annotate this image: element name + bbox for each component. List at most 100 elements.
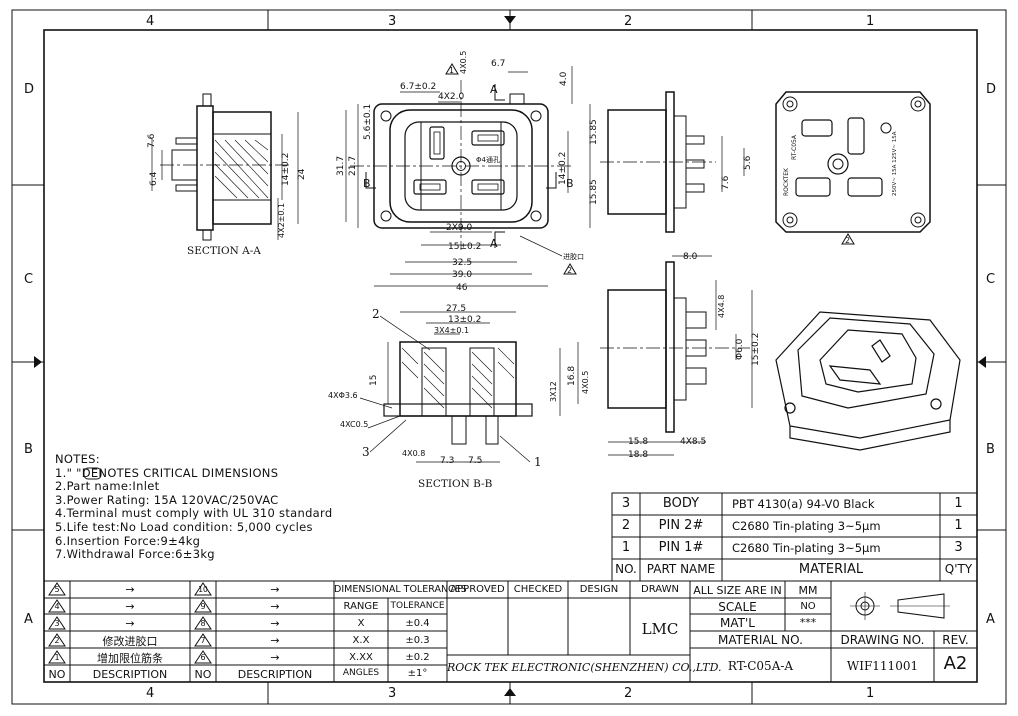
callout-2-bb: 2: [372, 307, 380, 321]
notes-title: NOTES:: [55, 452, 100, 466]
dim-4x0-5: 4X0.5: [459, 51, 468, 74]
critical-callout-2b: 2: [845, 236, 850, 245]
bom-header-part: PART NAME: [646, 562, 716, 576]
company-name: ROCK TEK ELECTRONIC(SHENZHEN) CO.,LTD.: [447, 661, 722, 674]
rev-left-3-desc: →: [125, 617, 135, 630]
dim-15-85a: 15.85: [589, 119, 599, 145]
inlet-gate-note: 进胶口: [563, 252, 584, 261]
zone-row-d-right: D: [986, 82, 997, 97]
dim-4-0: 4.0: [559, 71, 569, 86]
dim-4x8-5: 4X8.5: [680, 437, 706, 447]
zone-row-b-right: B: [986, 442, 995, 457]
title-block-lines: [44, 580, 977, 682]
bom-row-3-qty: 1: [954, 496, 963, 511]
section-aa-title: SECTION A-A: [187, 245, 261, 257]
dim-4xc0-5: 4XC0.5: [340, 420, 368, 429]
zone-col-3-top: 3: [388, 14, 397, 29]
dim-6-0: Φ6.0: [735, 338, 745, 360]
dim-5-6b: 5.6: [743, 155, 753, 170]
dim-15b: 15: [369, 375, 379, 386]
dim-32-5: 32.5: [452, 258, 472, 268]
dim-15-8: 15.8: [628, 437, 648, 447]
zone-row-a-right: A: [986, 612, 995, 627]
outer-border: [11, 9, 1007, 705]
rev-right-8-no: 8: [200, 619, 206, 628]
rear-view: [775, 91, 931, 245]
scale-label: SCALE: [718, 600, 757, 614]
dim-14-sa: 14±0.2: [281, 153, 291, 186]
material-no-label: MATERIAL NO.: [718, 633, 803, 647]
bom-row-1-part: PIN 1#: [658, 540, 704, 555]
tolerance-range-xxx: X.XX: [349, 652, 373, 663]
dim-5-6: 5.6±0.1: [363, 104, 373, 140]
section-label-a-top: A: [490, 83, 498, 96]
tolerance-value-xx: ±0.3: [405, 635, 430, 646]
bom-row-2-no: 2: [621, 518, 631, 533]
dim-6-7b: 6.7: [491, 59, 505, 69]
side-view-bottom: [600, 255, 753, 456]
material-label: MAT'L: [720, 616, 755, 630]
dim-7-3: 7.3: [440, 456, 454, 466]
rev-right-8-desc: →: [270, 617, 280, 630]
section-label-b-right: B: [566, 177, 574, 190]
note-7: 7.Withdrawal Force:6±3kg: [55, 547, 215, 562]
bom-row-2-qty: 1: [954, 518, 963, 533]
center-arrows: [34, 16, 986, 696]
dim-3x12: 3X12: [549, 381, 558, 402]
dim-18-8: 18.8: [628, 450, 648, 460]
drawing-no-value: WIF111001: [846, 659, 919, 673]
dim-4x2: 4X2.0: [438, 92, 464, 102]
zone-col-4-bottom: 4: [146, 686, 155, 701]
tolerance-range-x: X: [357, 618, 365, 629]
zone-row-c-left: C: [24, 272, 34, 287]
zone-col-1-top: 1: [866, 14, 875, 29]
dim-4x0-5b: 4X0.5: [581, 371, 590, 394]
drawn-by-value: LMC: [641, 620, 679, 638]
rev-left-2-desc: 修改进胶口: [102, 635, 158, 648]
dim-31-7: 31.7: [336, 156, 346, 176]
tolerance-value-angles: ±1°: [407, 668, 428, 679]
note-1: 1." "DENOTES CRITICAL DIMENSIONS: [55, 465, 279, 480]
tolerance-title: DIMENSIONAL TOLERANCES: [334, 584, 467, 595]
dim-6-4: 6.4: [149, 171, 159, 186]
bom-row-3-no: 3: [621, 496, 631, 511]
front-view: [345, 63, 591, 287]
dim-27-5: 27.5: [446, 304, 466, 314]
zone-row-b-left: B: [24, 442, 33, 457]
rev-left-5-no: 5: [54, 585, 60, 594]
zone-row-a-left: A: [24, 612, 33, 627]
projection-symbol: [850, 592, 950, 620]
rev-right-10-desc: →: [270, 583, 280, 596]
dim-46: 46: [456, 283, 468, 293]
rev-right-6-no: 6: [200, 653, 206, 662]
rev-right-9-no: 9: [200, 602, 206, 611]
bom-header-material: MATERIAL: [798, 562, 864, 577]
section-bb-view: [359, 311, 579, 463]
critical-dimension-symbol: [83, 467, 102, 480]
tolerance-range-xx: X.X: [352, 635, 370, 646]
drawing-no-label: DRAWING NO.: [840, 633, 925, 647]
tolerance-col-tol: TOLERANCE: [390, 601, 445, 611]
dim-4x0-8: 4X0.8: [402, 449, 425, 458]
zone-col-2-top: 2: [624, 14, 633, 29]
size-unit: MM: [798, 584, 818, 597]
tolerance-col-range: RANGE: [343, 601, 379, 612]
dim-7-5: 7.5: [468, 456, 482, 466]
drawn-label: DRAWN: [641, 584, 679, 595]
note-5: 5.Life test:No Load condition: 5,000 cyc…: [55, 519, 313, 534]
rear-mark-model: RT-C05A: [791, 134, 798, 160]
revision-triangles: [48, 582, 212, 664]
dim-7-6b: 7.6: [721, 175, 731, 190]
zone-row-c-right: C: [986, 272, 996, 287]
dim-3x4: 3X4±0.1: [434, 326, 469, 335]
dim-4x4-8: 4X4.8: [717, 295, 726, 318]
zone-col-1-bottom: 1: [866, 686, 875, 701]
dim-16-8: 16.8: [567, 366, 577, 386]
dim-4x2-1: 4X2±0.1: [277, 203, 286, 238]
rev-left-col-no: NO: [48, 668, 66, 681]
isometric-view: [775, 311, 961, 451]
bom-row-1-qty: 3: [954, 540, 963, 555]
callout-3-bb: 3: [362, 445, 370, 459]
